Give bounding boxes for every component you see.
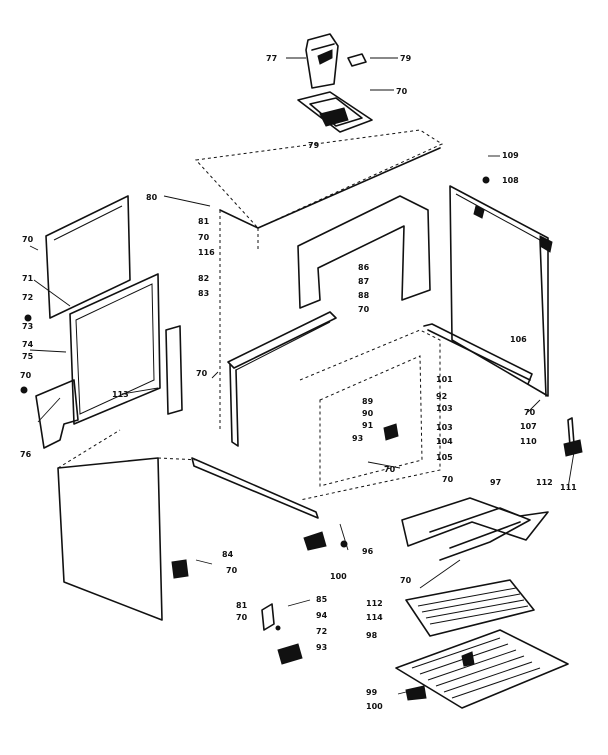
left-side-panel — [45, 195, 131, 319]
callout-label: 79 — [400, 54, 412, 63]
callout-label: 112 — [536, 478, 553, 487]
callout-label: 75 — [22, 352, 34, 361]
callout-label: 84 — [222, 550, 234, 559]
bake-element — [401, 497, 549, 561]
callout-label: 70 — [236, 613, 248, 622]
callout-label: 87 — [358, 277, 369, 286]
callout-label: 70 — [198, 233, 210, 242]
callout-label: 70 — [358, 305, 370, 314]
bottom-rail — [191, 457, 319, 519]
callout-label: 94 — [316, 611, 328, 620]
callout-label: 70 — [400, 576, 412, 585]
broil-element-bar — [423, 323, 533, 385]
callout-label: 70 — [384, 465, 396, 474]
oven-cavity-frame — [297, 195, 431, 309]
callout-label: 113 — [112, 390, 129, 399]
door-panel — [57, 429, 201, 621]
leader-lines — [29, 57, 575, 695]
top-cover-plate — [297, 91, 373, 133]
callout-label: 70 — [22, 235, 34, 244]
callout-label: 70 — [396, 87, 408, 96]
callout-label: 76 — [20, 450, 32, 459]
callout-label: 83 — [198, 289, 209, 298]
callout-label: 70 — [196, 369, 208, 378]
callout-label: 93 — [316, 643, 327, 652]
callout-label: 98 — [366, 631, 378, 640]
callout-label: 97 — [490, 478, 501, 487]
callout-label: 82 — [198, 274, 209, 283]
callout-label: 103 — [436, 423, 453, 432]
inner-oven-box — [227, 311, 441, 501]
callout-label: 70 — [20, 371, 32, 380]
callout-label: 85 — [316, 595, 328, 604]
callout-label: 104 — [436, 437, 453, 446]
callout-label: 103 — [436, 404, 453, 413]
callout-label: 92 — [436, 392, 447, 401]
callout-label: 112 — [366, 599, 383, 608]
callout-label: 91 — [362, 421, 374, 430]
oven-liner-panel — [69, 273, 161, 425]
callout-label: 111 — [560, 483, 577, 492]
callout-label: 93 — [352, 434, 363, 443]
callout-label: 70 — [226, 566, 238, 575]
callout-label: 114 — [366, 613, 383, 622]
callout-label: 96 — [362, 547, 374, 556]
right-back-panel — [449, 185, 553, 397]
callout-label: 70 — [442, 475, 454, 484]
callout-label: 77 — [266, 54, 277, 63]
callout-label: 90 — [362, 409, 374, 418]
callout-label: 101 — [436, 375, 453, 384]
callout-labels: 77 79 70 79 109 108 80 81 70 116 70 71 7… — [20, 54, 577, 711]
callout-label: 71 — [22, 274, 34, 283]
callout-label: 72 — [316, 627, 327, 636]
callout-label: 73 — [22, 322, 33, 331]
small-hardware — [20, 176, 583, 701]
callout-label: 107 — [520, 422, 537, 431]
callout-label: 116 — [198, 248, 215, 257]
callout-label: 108 — [502, 176, 519, 185]
callout-label: 70 — [524, 408, 536, 417]
oven-rack — [405, 579, 535, 637]
callout-label: 72 — [22, 293, 33, 302]
callout-label: 100 — [330, 572, 347, 581]
vertical-channel — [165, 325, 183, 415]
callout-label: 74 — [22, 340, 34, 349]
callout-label: 99 — [366, 688, 378, 697]
callout-label: 81 — [236, 601, 248, 610]
callout-label: 100 — [366, 702, 383, 711]
callout-label: 86 — [358, 263, 370, 272]
callout-label: 110 — [520, 437, 537, 446]
callout-label: 80 — [146, 193, 158, 202]
callout-label: 106 — [510, 335, 527, 344]
callout-label: 109 — [502, 151, 519, 160]
top-bracket-part — [305, 33, 367, 89]
callout-label: 88 — [358, 291, 370, 300]
callout-label: 89 — [362, 397, 374, 406]
insulation-piece — [35, 379, 79, 449]
oven-top-panel — [194, 129, 444, 430]
callout-label: 79 — [308, 141, 320, 150]
broiler-pan — [395, 629, 569, 709]
callout-label: 105 — [436, 453, 453, 462]
callout-label: 81 — [198, 217, 210, 226]
